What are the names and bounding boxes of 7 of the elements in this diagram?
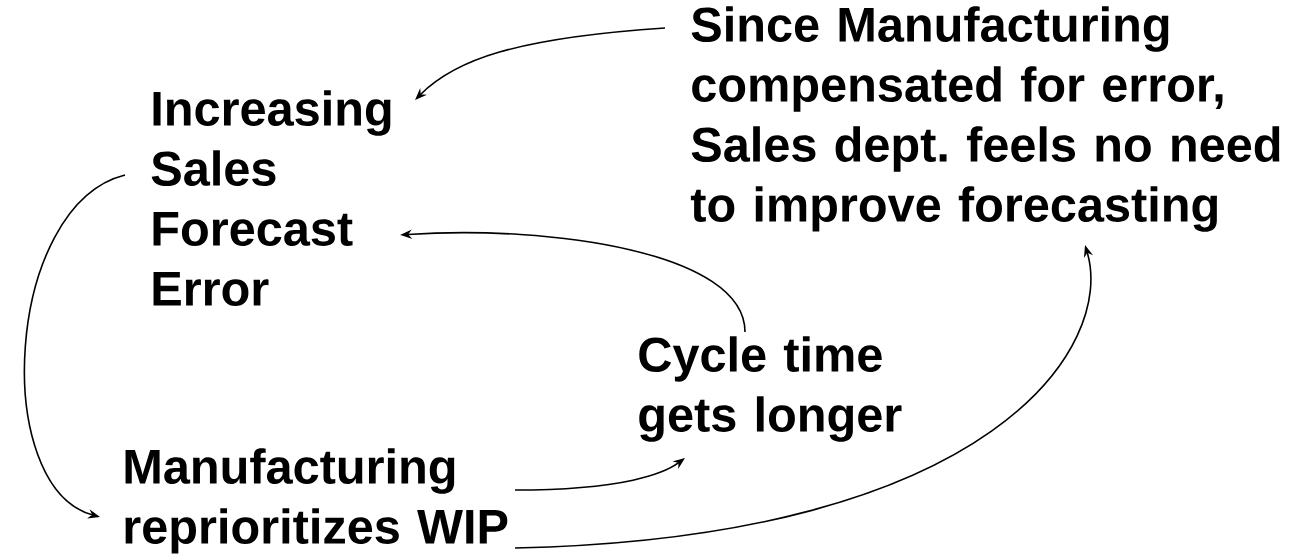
arrow <box>415 27 666 100</box>
label-text: Manufacturing reprioritizes WIP <box>125 448 508 554</box>
arrow <box>23 174 126 519</box>
label-text: Cycle time gets longer <box>639 336 902 442</box>
arrow <box>514 458 685 491</box>
label-text: Since Manufacturing compensated for error, Sales dept. feels no need to improve forecasting <box>690 6 1280 232</box>
label-text: Increasing Sales Forecast Error <box>151 90 391 306</box>
